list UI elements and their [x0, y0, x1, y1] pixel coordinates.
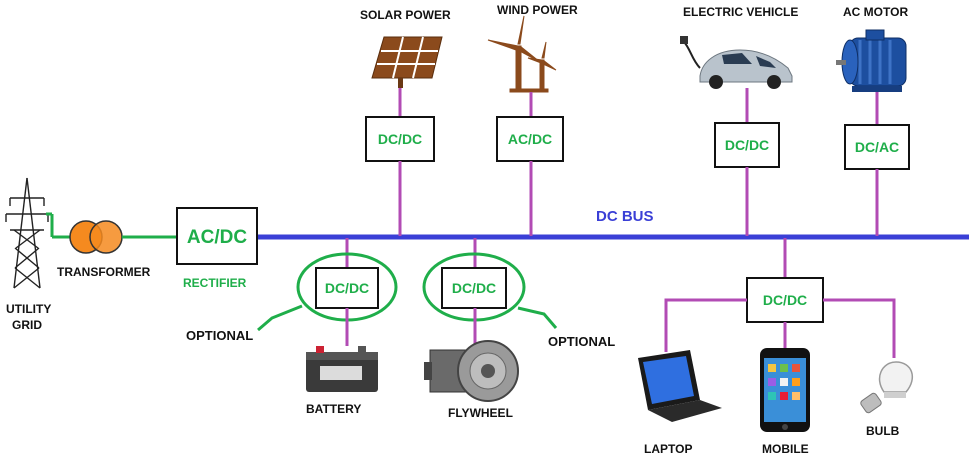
wind-turbine-icon	[487, 15, 557, 93]
transmission-tower-icon	[5, 177, 49, 289]
wind-converter-label: AC/DC	[508, 131, 552, 147]
flywheel-converter-box	[441, 267, 507, 309]
battery-converter-label: DC/DC	[325, 280, 369, 296]
motor-converter-label: DC/AC	[855, 139, 899, 155]
ev-converter-box	[714, 122, 780, 168]
flywheel-icon	[424, 340, 519, 402]
flywheel-optional-pointer	[517, 306, 558, 329]
ac-motor-icon	[836, 29, 907, 92]
ev-converter-label: DC/DC	[725, 137, 769, 153]
solar-converter-label: DC/DC	[378, 131, 422, 147]
rectifier-converter-label: AC/DC	[187, 227, 247, 248]
mobile-phone-icon	[760, 348, 810, 432]
utility-grid-label-1: UTILITY	[6, 302, 51, 316]
wind-converter-box	[496, 116, 564, 162]
wind-label: WIND POWER	[497, 3, 578, 17]
battery-converter-box	[315, 267, 379, 309]
battery-optional-label: OPTIONAL	[186, 328, 253, 343]
electric-car-icon	[680, 36, 793, 89]
rectifier-converter-box	[176, 207, 258, 265]
solar-converter-box	[365, 116, 435, 162]
laptop-wire	[664, 298, 747, 352]
transformer-label: TRANSFORMER	[57, 265, 151, 279]
ev-label: ELECTRIC VEHICLE	[683, 5, 798, 19]
bulb-wire	[823, 298, 896, 358]
battery-label: BATTERY	[306, 402, 361, 416]
laptop-icon	[638, 350, 722, 422]
utility-grid-label-2: GRID	[12, 318, 42, 332]
bulb-label: BULB	[866, 424, 900, 438]
rectifier-label: RECTIFIER	[183, 276, 247, 290]
solar-panel-icon	[371, 36, 443, 88]
mobile-label: MOBILE	[762, 442, 809, 456]
light-bulb-icon	[860, 361, 914, 414]
solar-label: SOLAR POWER	[360, 8, 451, 22]
motor-label: AC MOTOR	[843, 5, 908, 19]
flywheel-optional-label: OPTIONAL	[548, 334, 615, 349]
motor-converter-box	[844, 124, 910, 170]
flywheel-converter-label: DC/DC	[452, 280, 496, 296]
flywheel-label: FLYWHEEL	[448, 406, 513, 420]
consumer-converter-label: DC/DC	[763, 292, 807, 308]
transformer-icon	[69, 220, 123, 254]
dc-bus-label: DC BUS	[596, 208, 654, 225]
battery-optional-pointer	[257, 304, 303, 332]
battery-icon	[306, 346, 378, 392]
laptop-label: LAPTOP	[644, 442, 692, 456]
